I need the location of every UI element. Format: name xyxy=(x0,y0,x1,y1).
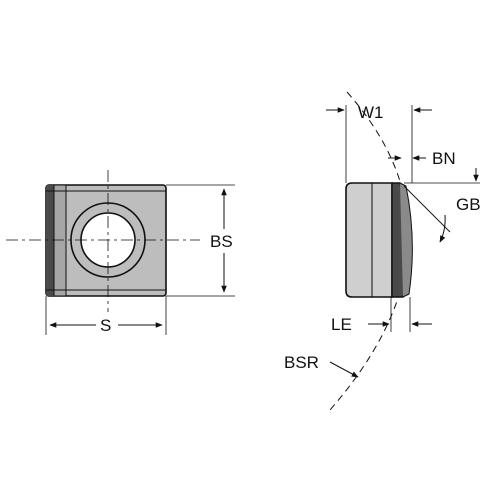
w1-label: W1 xyxy=(358,103,384,122)
bn-label: BN xyxy=(432,149,456,168)
gb-leader xyxy=(403,185,451,233)
side-view: W1 BN GB LE BSR xyxy=(284,91,481,411)
le-label: LE xyxy=(331,315,352,334)
bsr-leader xyxy=(329,361,359,378)
s-label: S xyxy=(100,316,111,335)
bs-label: BS xyxy=(210,232,233,251)
insert-land-strip xyxy=(53,184,67,297)
insert-side-body xyxy=(345,182,393,298)
bsr-label: BSR xyxy=(284,353,319,372)
top-view: BS S xyxy=(6,170,235,335)
gb-label: GB xyxy=(456,195,481,214)
insert-cutting-edge xyxy=(46,185,54,296)
